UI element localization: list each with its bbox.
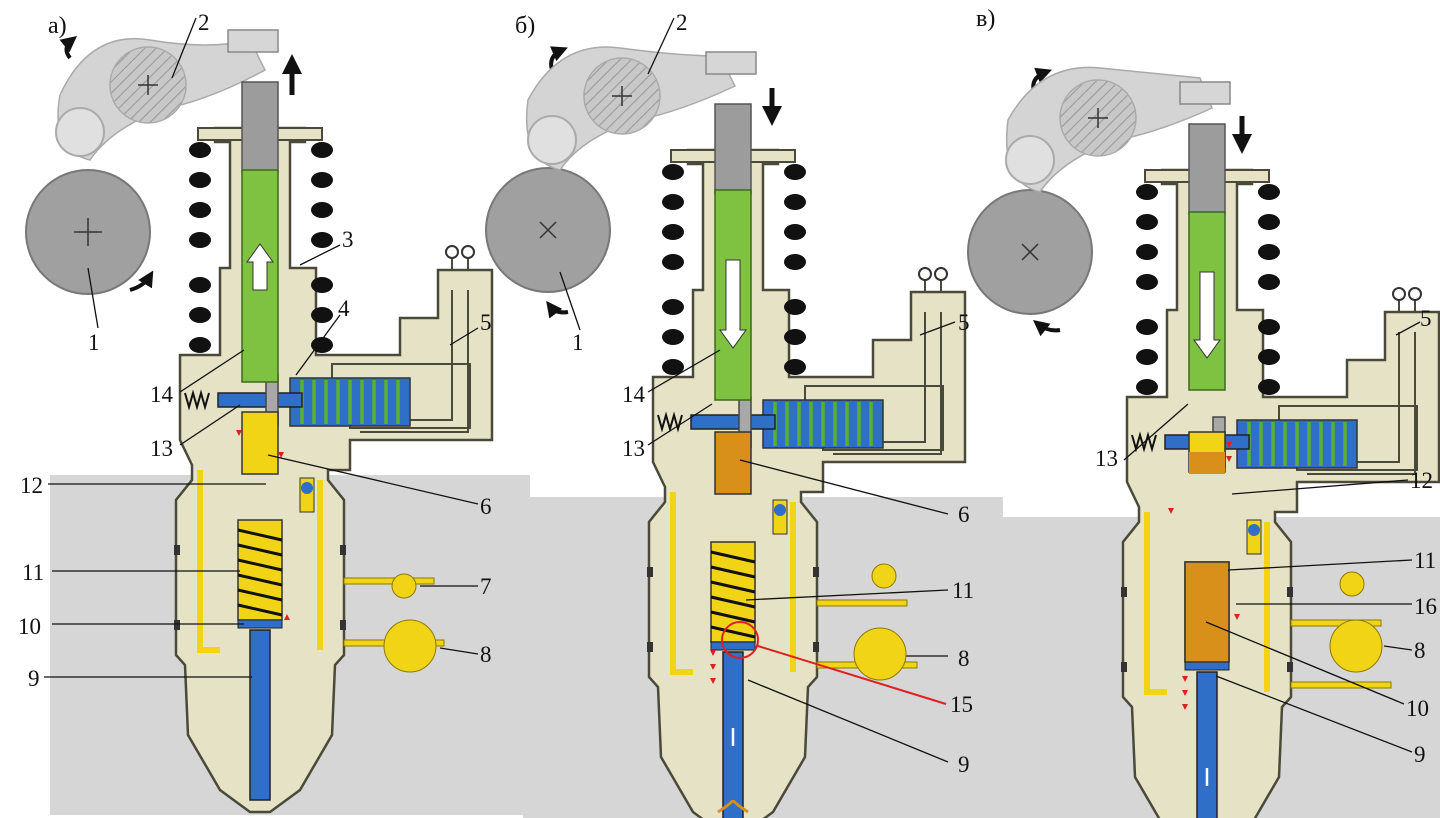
label-c-10: 10 xyxy=(1406,696,1429,721)
label-c-9: 9 xyxy=(1414,742,1426,767)
label-a-1: 1 xyxy=(88,330,100,355)
panel-a-title: а) xyxy=(48,13,67,39)
panel-c: в) 5 13 12 xyxy=(967,6,1440,818)
label-a-5: 5 xyxy=(480,310,492,335)
label-b-5: 5 xyxy=(958,310,970,335)
label-a-4: 4 xyxy=(338,296,350,321)
label-a-2: 2 xyxy=(198,10,210,35)
label-a-8: 8 xyxy=(480,642,492,667)
label-a-11: 11 xyxy=(22,560,44,585)
label-b-6: 6 xyxy=(958,502,970,527)
label-a-12: 12 xyxy=(20,473,43,498)
label-b-15: 15 xyxy=(950,692,973,717)
label-a-13: 13 xyxy=(150,436,173,461)
label-b-1: 1 xyxy=(572,330,584,355)
panel-b: б) 2 xyxy=(485,10,1003,818)
label-c-8: 8 xyxy=(1414,638,1426,663)
label-b-8: 8 xyxy=(958,646,970,671)
label-b-9: 9 xyxy=(958,752,970,777)
label-b-11: 11 xyxy=(952,578,974,603)
high-pressure-chamber xyxy=(241,411,279,475)
label-a-6: 6 xyxy=(480,494,492,519)
label-c-5: 5 xyxy=(1420,306,1432,331)
label-b-14: 14 xyxy=(622,382,646,407)
label-a-10: 10 xyxy=(18,614,41,639)
label-a-9: 9 xyxy=(28,666,40,691)
label-b-13: 13 xyxy=(622,436,645,461)
label-a-7: 7 xyxy=(480,574,492,599)
label-c-16: 16 xyxy=(1414,594,1437,619)
label-b-2: 2 xyxy=(676,10,688,35)
panel-a: а) xyxy=(18,10,530,815)
label-a-14: 14 xyxy=(150,382,174,407)
label-c-11: 11 xyxy=(1414,548,1436,573)
label-c-12: 12 xyxy=(1410,468,1433,493)
panel-b-title: б) xyxy=(515,13,535,39)
label-a-3: 3 xyxy=(342,227,354,252)
panel-c-title: в) xyxy=(976,6,995,32)
label-c-13: 13 xyxy=(1095,446,1118,471)
